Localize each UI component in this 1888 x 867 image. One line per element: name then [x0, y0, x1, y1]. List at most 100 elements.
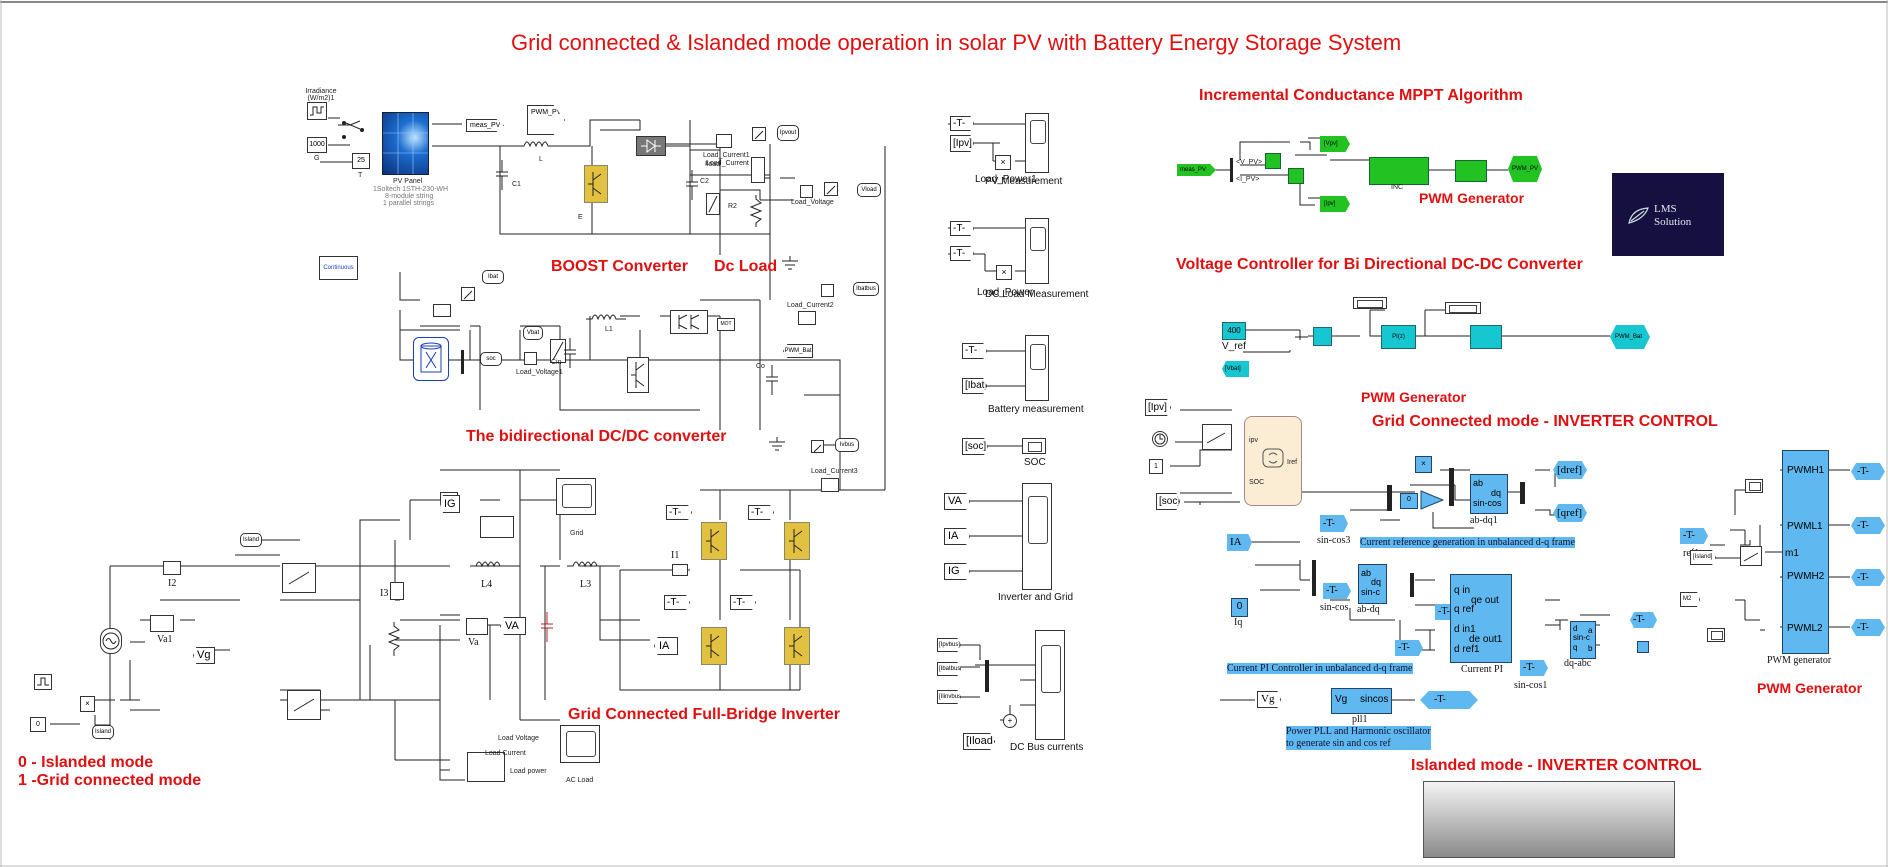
- mppt-goto-ipv[interactable]: [Ipv]: [1320, 196, 1350, 212]
- pwm-top-display[interactable]: [1745, 479, 1763, 493]
- sincos3-from[interactable]: -T-: [1320, 515, 1348, 532]
- iq-constant[interactable]: 0: [1231, 598, 1248, 617]
- powergui-continuous[interactable]: Continuous: [319, 256, 358, 280]
- duty-display[interactable]: [1445, 302, 1481, 314]
- bus-from-ibatbus[interactable]: [Ibatbus]: [937, 662, 961, 676]
- battery-current-sensor[interactable]: [433, 304, 451, 317]
- saturation-block[interactable]: [1470, 325, 1502, 349]
- vbat-gain[interactable]: [524, 352, 537, 365]
- va-sensor[interactable]: [466, 618, 488, 635]
- gc-from-ia[interactable]: IA: [1227, 534, 1252, 551]
- battery-scope[interactable]: [1025, 335, 1049, 401]
- gc-demux2[interactable]: [1410, 573, 1414, 597]
- pv-panel-block[interactable]: [382, 112, 429, 175]
- ab-dq-block[interactable]: ab dq sin-c: [1358, 564, 1387, 604]
- inverter-bus-sensor[interactable]: [821, 478, 839, 492]
- pwm-mode-switch[interactable]: [1740, 546, 1762, 566]
- pv-out-gain[interactable]: [752, 127, 766, 141]
- i3-sensor[interactable]: [390, 582, 404, 600]
- mppt-from-meas[interactable]: meas_PV: [1177, 164, 1216, 176]
- ibatbus-sensor[interactable]: [798, 311, 816, 325]
- dc-bus-scope[interactable]: [1035, 630, 1065, 740]
- gc-multiply[interactable]: ×: [1415, 456, 1432, 473]
- mot-block[interactable]: MOT: [717, 318, 735, 331]
- islanded-control-subsystem[interactable]: [1423, 781, 1675, 858]
- battery-demux[interactable]: [461, 350, 464, 374]
- gc-gain-icon[interactable]: [1420, 490, 1444, 510]
- bus-from-ipvbus[interactable]: [Ipvbus]: [937, 638, 961, 652]
- v-ref-constant[interactable]: 400: [1222, 322, 1246, 340]
- pwm-goto-t3[interactable]: -T-: [1851, 569, 1885, 586]
- gc-goto-t[interactable]: -T-: [1630, 612, 1657, 628]
- dc-load-switch[interactable]: [706, 193, 720, 215]
- upper-igbt-block[interactable]: [670, 310, 708, 334]
- r-load-sensor[interactable]: [751, 157, 765, 183]
- t-constant[interactable]: 25: [352, 153, 370, 169]
- grid-ac-source[interactable]: [100, 628, 122, 654]
- island-goto[interactable]: Island: [92, 725, 114, 739]
- inverter-igbt-s1[interactable]: [701, 522, 727, 560]
- dc-power-multiply[interactable]: ×: [996, 265, 1012, 280]
- meas-pv-goto[interactable]: meas_PV: [466, 119, 504, 132]
- bus-mux[interactable]: [985, 660, 989, 692]
- irradiance-switch-icon[interactable]: [340, 115, 370, 155]
- inc-algorithm-block[interactable]: [1369, 157, 1429, 185]
- sincos-from[interactable]: -T-: [1323, 583, 1351, 599]
- pwm-from-m2[interactable]: M2: [1680, 592, 1700, 607]
- pv-scope-from-ipv[interactable]: [Ipv]: [950, 135, 974, 152]
- pll-goto-t[interactable]: -T-: [1420, 691, 1478, 709]
- island-from[interactable]: Island: [240, 533, 262, 547]
- pll-block[interactable]: Vg sincos: [1331, 688, 1392, 714]
- boost-igbt-block[interactable]: [584, 165, 608, 203]
- dc-load-scope[interactable]: [1025, 218, 1049, 284]
- inv-scope-from-ig[interactable]: IG: [944, 563, 970, 580]
- gc-mode-switch[interactable]: [1202, 424, 1232, 450]
- pi-from-t2[interactable]: -T-: [1395, 640, 1423, 656]
- ac-load-scope[interactable]: [560, 725, 600, 763]
- gc-mux3[interactable]: [1312, 560, 1316, 596]
- irradiance-signal-block[interactable]: [307, 102, 327, 120]
- pv-scope-from-t[interactable]: -T-: [950, 116, 974, 131]
- diode-block[interactable]: [636, 136, 666, 156]
- i2-sensor[interactable]: [163, 561, 181, 575]
- soc-display-from[interactable]: [soc]: [962, 438, 988, 455]
- pwm-from-t[interactable]: -T-: [1680, 528, 1708, 544]
- gate-from-t3[interactable]: -T-: [664, 595, 690, 610]
- bus-sum[interactable]: +: [1003, 714, 1017, 728]
- vload-goto[interactable]: Vload: [857, 183, 881, 197]
- dc-scope-from-t2[interactable]: -T-: [950, 246, 974, 261]
- gate-from-t4[interactable]: -T-: [730, 595, 756, 610]
- gate-from-t1[interactable]: -T-: [666, 505, 692, 520]
- g-constant[interactable]: 1000: [307, 137, 327, 153]
- vbat-from[interactable]: [Vbat]: [1222, 361, 1249, 377]
- pi-controller-block[interactable]: PI(z): [1381, 325, 1416, 349]
- qref-goto[interactable]: [qref]: [1553, 504, 1587, 522]
- ivbus-goto[interactable]: Ivbus: [835, 438, 859, 452]
- gc-zero-const[interactable]: 0: [1400, 493, 1418, 509]
- island-step-signal[interactable]: [34, 674, 52, 690]
- grid-pq-block[interactable]: [480, 516, 514, 538]
- ig-goto[interactable]: IG: [440, 495, 460, 513]
- inv-scope-from-ia[interactable]: IA: [944, 528, 970, 545]
- zero-constant[interactable]: 0: [30, 717, 46, 732]
- pwm-from-island[interactable]: [Island]: [1690, 550, 1716, 565]
- bat-scope-from-t[interactable]: -T-: [962, 343, 987, 359]
- vload-sensor[interactable]: [824, 182, 838, 196]
- dc-scope-from-t1[interactable]: -T-: [950, 221, 974, 236]
- ibat-gain[interactable]: [461, 287, 475, 301]
- ibatbus-goto[interactable]: Ibatbus: [853, 282, 879, 296]
- vbat-sensor[interactable]: [550, 339, 566, 363]
- dref-goto[interactable]: [dref]: [1553, 461, 1587, 479]
- vbat-goto[interactable]: Vbat: [523, 326, 543, 340]
- ibat-goto[interactable]: Ibat: [482, 270, 504, 284]
- pwm-goto-t1[interactable]: -T-: [1851, 463, 1885, 480]
- gc-from-ipv[interactable]: [Ipv]: [1145, 399, 1171, 416]
- pwm-goto-t4[interactable]: -T-: [1851, 619, 1885, 636]
- soc-display[interactable]: [1022, 438, 1046, 454]
- pwm-goto-t2[interactable]: -T-: [1851, 517, 1885, 534]
- load-breaker[interactable]: [287, 690, 321, 720]
- bus-from-iload[interactable]: [Iload]: [963, 733, 995, 750]
- island-multiply[interactable]: ×: [80, 696, 95, 712]
- error-display[interactable]: [1353, 297, 1387, 309]
- inverter-igbt-s4[interactable]: [784, 627, 810, 665]
